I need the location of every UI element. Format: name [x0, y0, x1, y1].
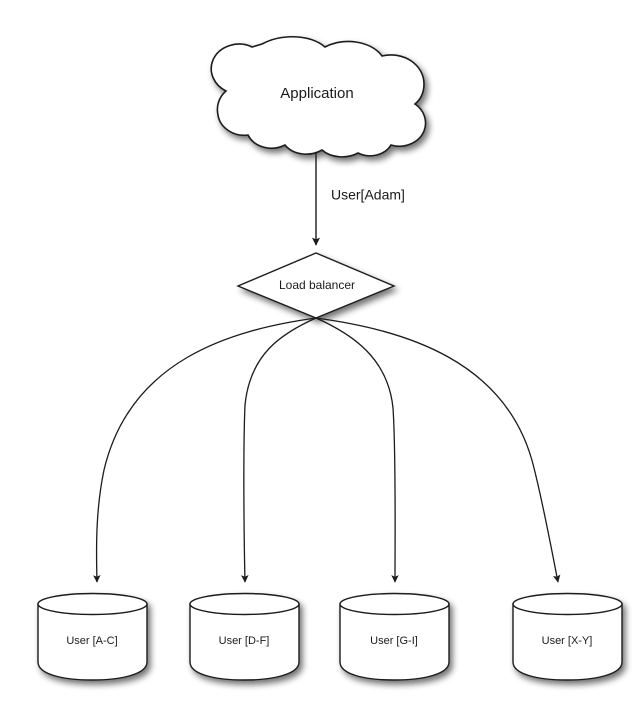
diamond-label: Load balancer [279, 278, 355, 292]
node-database-2[interactable] [189, 592, 300, 681]
cylinder-top-4 [512, 592, 623, 616]
cylinder-top-1 [37, 592, 148, 616]
node-database-1[interactable] [37, 592, 148, 681]
cloud-label: Application [280, 85, 353, 102]
edge-loadbalancer-to-db-1 [93, 317, 317, 583]
cylinder-body-1 [37, 603, 148, 681]
database-label-3: User [G-I] [370, 635, 418, 647]
node-application-cloud[interactable] [210, 35, 427, 158]
edge-label-user-adam: User[Adam] [331, 187, 405, 203]
cylinder-body-4 [512, 603, 623, 681]
cylinder-top-2 [189, 592, 300, 616]
edge-loadbalancer-to-db-3 [315, 317, 399, 583]
node-database-3[interactable] [339, 592, 450, 681]
cloud-shape [210, 35, 427, 158]
node-database-4[interactable] [512, 592, 623, 681]
edge-loadbalancer-to-db-2 [241, 317, 317, 583]
cylinder-top-3 [339, 592, 450, 616]
edge-loadbalancer-to-db-4 [315, 317, 561, 583]
database-label-2: User [D-F] [219, 635, 270, 647]
database-label-4: User [X-Y] [542, 635, 593, 647]
cylinder-body-2 [189, 603, 300, 681]
database-label-1: User [A-C] [66, 635, 117, 647]
cylinder-body-3 [339, 603, 450, 681]
